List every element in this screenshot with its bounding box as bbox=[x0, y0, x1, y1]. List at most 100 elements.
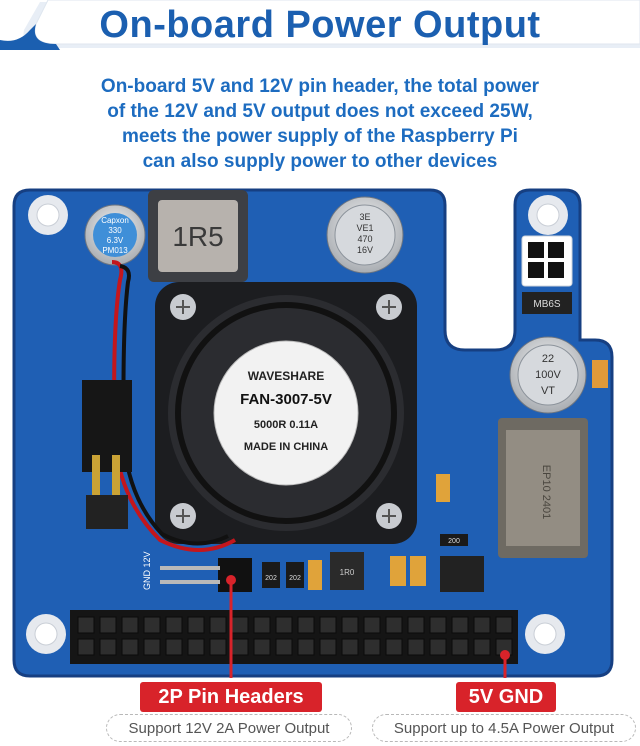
power-board-photo: Capxon 330 6.3V PM013 1R5 3E VE1 470 16V… bbox=[12, 188, 614, 678]
page-title: On-board Power Output bbox=[99, 4, 541, 46]
callout-dot-5v bbox=[500, 650, 510, 660]
gpio-pin bbox=[429, 638, 447, 656]
gpio-pin bbox=[165, 638, 183, 656]
gpio-pin bbox=[77, 616, 95, 634]
gpio-pin bbox=[407, 638, 425, 656]
rectifier-label: MB6S bbox=[533, 299, 561, 310]
mounting-hole bbox=[28, 195, 68, 235]
smd-capacitor bbox=[390, 556, 406, 586]
gpio-pin bbox=[121, 638, 139, 656]
capacitor-top-text: 3E bbox=[359, 212, 370, 222]
gpio-pin bbox=[429, 616, 447, 634]
description: On-board 5V and 12V pin header, the tota… bbox=[40, 74, 600, 174]
gpio-pin bbox=[363, 616, 381, 634]
inductor-small: 1R0 bbox=[330, 552, 364, 590]
description-line: On-board 5V and 12V pin header, the tota… bbox=[100, 76, 540, 97]
rectifier: MB6S bbox=[521, 235, 573, 314]
fan-screw bbox=[170, 503, 196, 529]
fan-connector bbox=[82, 380, 132, 529]
gpio-pin bbox=[385, 638, 403, 656]
fan-hub-label bbox=[213, 340, 359, 486]
title-banner bbox=[0, 0, 640, 50]
gpio-pin bbox=[275, 616, 293, 634]
callout-5v-gnd: 5V GND bbox=[456, 682, 556, 712]
gpio-pin bbox=[99, 638, 117, 656]
capacitor-right-text: 22 bbox=[542, 353, 554, 365]
gpio-pin bbox=[121, 616, 139, 634]
gpio-pin bbox=[209, 616, 227, 634]
description-line: meets the power supply of the Raspberry … bbox=[122, 126, 518, 147]
capacitor-small-text: 6.3V bbox=[107, 236, 124, 245]
capacitor-right-text: 100V bbox=[535, 369, 561, 381]
fan-brand: WAVESHARE bbox=[248, 369, 324, 383]
gpio-pin bbox=[143, 616, 161, 634]
gpio-pin bbox=[253, 638, 271, 656]
gpio-pin bbox=[451, 616, 469, 634]
capacitor-top-text: 16V bbox=[357, 245, 373, 255]
capacitor-top-text: 470 bbox=[357, 234, 372, 244]
capacitor-right: 22 100V VT bbox=[509, 336, 587, 414]
gpio-pin bbox=[407, 616, 425, 634]
two-pin-header: GND 12V bbox=[142, 551, 252, 592]
capacitor-small-text: Capxon bbox=[101, 216, 129, 225]
capacitor-right-text: VT bbox=[541, 385, 555, 397]
mounting-hole bbox=[26, 614, 66, 654]
capacitor-small-text: 330 bbox=[108, 226, 122, 235]
gpio-pin bbox=[363, 638, 381, 656]
cooling-fan: WAVESHARE FAN-3007-5V 5000R 0.11A MADE I… bbox=[155, 282, 417, 544]
gpio-pin bbox=[341, 616, 359, 634]
gpio-pin bbox=[253, 616, 271, 634]
resistor: 202 bbox=[286, 562, 304, 588]
gpio-pin bbox=[99, 616, 117, 634]
chip bbox=[440, 556, 484, 592]
gpio-pin bbox=[473, 638, 491, 656]
smd-capacitor bbox=[436, 474, 450, 502]
gpio-pin bbox=[165, 616, 183, 634]
description-line: can also supply power to other devices bbox=[142, 151, 498, 172]
capacitor-top: 3E VE1 470 16V bbox=[326, 196, 404, 274]
inductor-label: 1R5 bbox=[172, 221, 223, 252]
mounting-hole bbox=[525, 614, 565, 654]
gpio-pin bbox=[187, 638, 205, 656]
gpio-pin bbox=[187, 616, 205, 634]
fan-screw bbox=[376, 294, 402, 320]
gpio-pin bbox=[319, 616, 337, 634]
smd-capacitor bbox=[308, 560, 322, 590]
fan-model: FAN-3007-5V bbox=[240, 391, 332, 408]
smd-capacitor bbox=[410, 556, 426, 586]
gpio-pins bbox=[77, 616, 513, 656]
callout-dot-2p bbox=[226, 575, 236, 585]
callout-2p-pin-headers: 2P Pin Headers bbox=[140, 682, 322, 712]
gpio-pin bbox=[77, 638, 95, 656]
gpio-pin bbox=[231, 616, 249, 634]
mounting-hole bbox=[528, 195, 568, 235]
capacitor-small: Capxon 330 6.3V PM013 bbox=[84, 204, 146, 266]
fan-origin: MADE IN CHINA bbox=[244, 441, 328, 453]
capacitor-top-text: VE1 bbox=[356, 223, 373, 233]
gpio-pin bbox=[275, 638, 293, 656]
capacitor-small-text: PM013 bbox=[102, 246, 128, 255]
gpio-pin bbox=[209, 638, 227, 656]
gpio-pin bbox=[495, 616, 513, 634]
inductor: 1R5 bbox=[148, 190, 248, 282]
gpio-pin bbox=[231, 638, 249, 656]
resistor: 200 bbox=[440, 534, 468, 546]
resistor-label: 202 bbox=[289, 575, 301, 582]
fuse bbox=[592, 360, 608, 388]
gpio-pin bbox=[451, 638, 469, 656]
fan-screw bbox=[170, 294, 196, 320]
gpio-pin bbox=[385, 616, 403, 634]
description-line: of the 12V and 5V output does not exceed… bbox=[107, 101, 533, 122]
callout-2p-subtitle: Support 12V 2A Power Output bbox=[106, 714, 352, 742]
gpio-header bbox=[70, 610, 518, 664]
gpio-pin bbox=[319, 638, 337, 656]
gpio-pin bbox=[341, 638, 359, 656]
fan-screw bbox=[376, 503, 402, 529]
gpio-pin bbox=[473, 616, 491, 634]
gpio-pin bbox=[297, 638, 315, 656]
transformer: EP10 2401 bbox=[498, 418, 588, 558]
pin-label: GND 12V bbox=[142, 551, 152, 590]
resistor: 202 bbox=[262, 562, 280, 588]
resistor-label: 200 bbox=[448, 538, 460, 545]
gpio-pin bbox=[143, 638, 161, 656]
